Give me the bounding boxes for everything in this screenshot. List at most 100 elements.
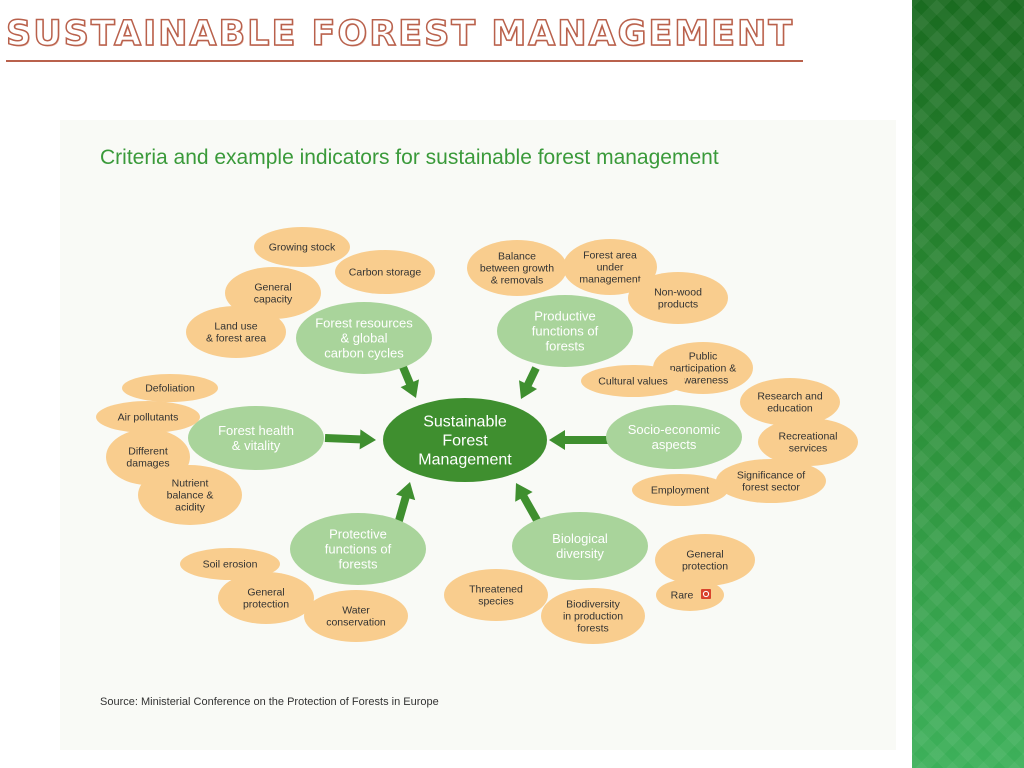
indicator-bubble	[656, 579, 724, 611]
indicator-bubble	[180, 548, 280, 580]
indicator-growing-stock: Growing stock	[254, 227, 350, 267]
center-label-line: Sustainable	[423, 414, 507, 431]
center-label-line: Management	[418, 452, 512, 469]
criterion-label-line: Biological	[552, 531, 608, 546]
criterion-label-line: Forest resources	[315, 316, 413, 331]
indicator-label: Rare	[671, 590, 694, 602]
indicator-label: Defoliation	[145, 383, 195, 395]
indicator-label-line: Air pollutants	[118, 412, 179, 424]
indicator-label-line: forest sector	[742, 482, 800, 494]
indicator-label-line: protection	[243, 599, 289, 611]
arrow-icon	[549, 430, 620, 450]
indicator-label: Growing stock	[269, 242, 336, 254]
criterion-label: Forest health& vitality	[218, 423, 294, 453]
criterion-label-line: functions of	[325, 542, 392, 557]
criterion-ellipse	[512, 512, 648, 580]
indicator-label-line: Cultural values	[598, 376, 667, 388]
indicator-bubble	[304, 590, 408, 642]
arrow-icon	[399, 365, 419, 398]
criterion-label-line: diversity	[556, 546, 604, 561]
indicator-label-line: Soil erosion	[203, 559, 258, 571]
indicator-bubble	[632, 474, 728, 506]
criterion-ellipse	[497, 295, 633, 367]
criterion-ellipse	[188, 406, 324, 470]
center-label-line: Forest	[442, 433, 488, 450]
indicator-soil-erosion: Soil erosion	[180, 548, 280, 580]
indicator-bubble	[581, 365, 685, 397]
indicator-bubble	[444, 569, 548, 621]
indicator-label-line: Threatened	[469, 584, 523, 596]
indicator-label-line: Growing stock	[269, 242, 336, 254]
arrow-icon	[324, 429, 376, 450]
indicator-label: Soil erosion	[203, 559, 258, 571]
indicator-bubble	[335, 250, 435, 294]
indicator-label-line: damages	[126, 458, 169, 470]
criterion-label-line: Forest health	[218, 423, 294, 438]
arrow-icon	[519, 366, 540, 399]
indicator-label-line: balance &	[167, 490, 214, 502]
indicator-label-line: forests	[577, 623, 609, 635]
indicator-cultural-values: Cultural values	[581, 365, 685, 397]
indicator-label-line: Significance of	[737, 470, 805, 482]
arrow-icon	[394, 482, 416, 526]
indicator-label-line: Forest area	[583, 250, 637, 262]
indicator-label-line: species	[478, 596, 514, 608]
indicator-label-line: Nutrient	[172, 478, 209, 490]
indicator-label-line: products	[658, 299, 698, 311]
indicator-label-line: Research and	[757, 391, 823, 403]
indicator-bubble	[186, 306, 286, 358]
criterion-label-line: functions of	[532, 324, 599, 339]
indicator-bubble	[96, 401, 200, 433]
criterion-label-line: Socio-economic	[628, 422, 721, 437]
criterion-label-line: forests	[338, 557, 378, 572]
indicator-label-line: Non-wood	[654, 287, 702, 299]
indicator-defoliation: Defoliation	[122, 374, 218, 402]
indicator-label-line: General	[254, 282, 291, 294]
indicator-label-line: between growth	[480, 263, 554, 275]
indicator-label-line: General	[247, 587, 284, 599]
indicator-bubble	[122, 374, 218, 402]
criterion-ellipse	[290, 513, 426, 585]
indicator-label-line: & removals	[491, 275, 544, 287]
indicator-label-line: education	[767, 403, 813, 415]
figure-title: Criteria and example indicators for sust…	[100, 146, 719, 169]
indicator-label-line: participation &	[670, 363, 737, 375]
indicator-bubble	[740, 378, 840, 426]
indicator-bubble	[541, 588, 645, 644]
indicator-land-use: Land use& forest area	[186, 306, 286, 358]
rare-badge-icon	[701, 589, 711, 599]
indicator-label: Air pollutants	[118, 412, 179, 424]
indicator-label-line: General	[686, 549, 723, 561]
indicator-bubble	[218, 572, 314, 624]
indicator-bubble	[254, 227, 350, 267]
center-ellipse	[383, 398, 547, 482]
indicator-label-line: conservation	[326, 617, 386, 629]
indicator-label-line: in production	[563, 611, 623, 623]
criterion-label-line: aspects	[652, 437, 697, 452]
indicator-label-line: Rare	[671, 590, 694, 602]
arrow-icon	[515, 483, 542, 524]
indicator-bubble	[138, 465, 242, 525]
slide-title: SUSTAINABLE FOREST MANAGEMENT	[5, 13, 795, 55]
